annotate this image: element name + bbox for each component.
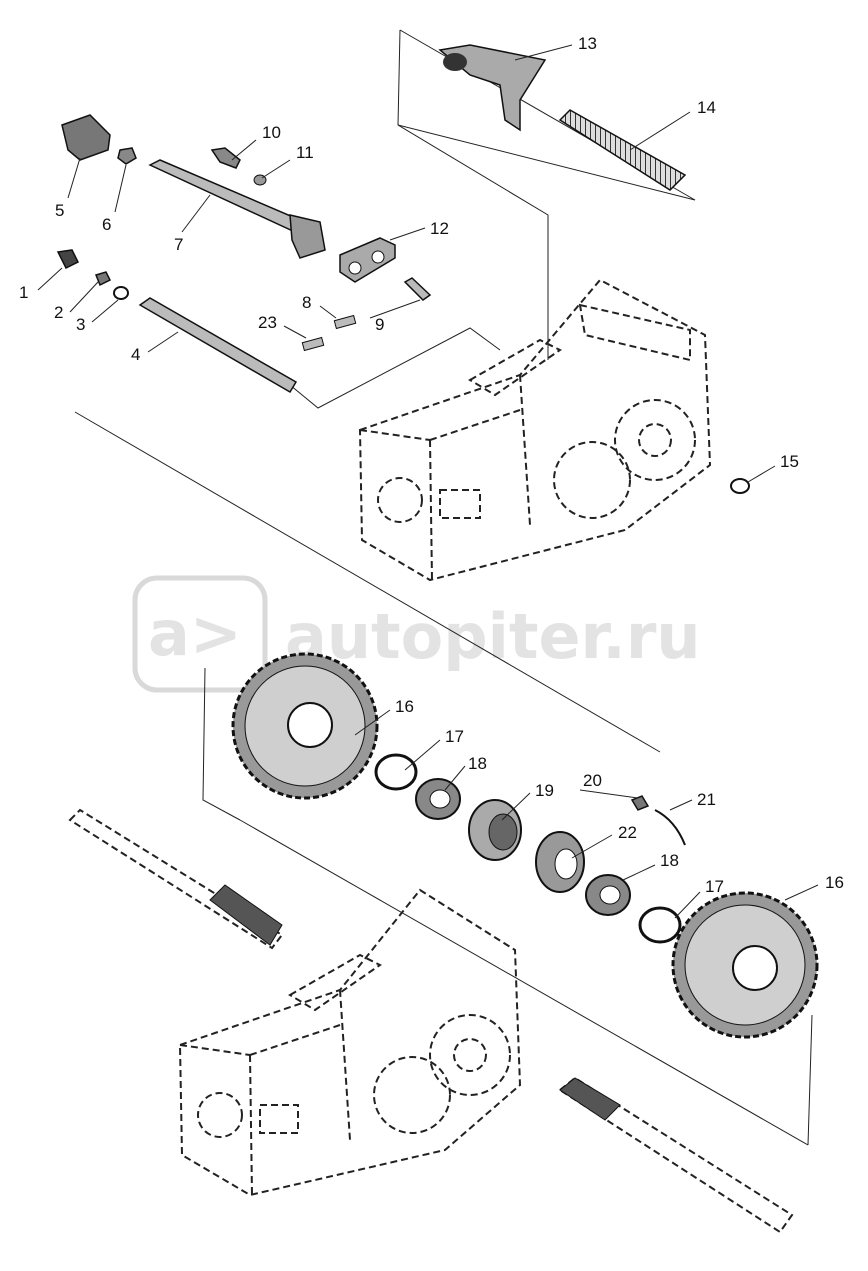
pin-8 xyxy=(333,314,357,330)
callout-17: 17 xyxy=(445,727,464,746)
coupler-19 xyxy=(468,799,522,861)
frame-line-shaft xyxy=(289,327,501,409)
bolt-1 xyxy=(56,249,80,270)
frame-line-lower xyxy=(239,819,809,1146)
callout-21: 21 xyxy=(697,790,716,809)
retaining-clip-21 xyxy=(654,809,686,846)
callout-11: 11 xyxy=(296,143,314,162)
watermark: a> autopiter.ru xyxy=(132,575,701,693)
nut-18-right xyxy=(585,874,631,916)
clevis-pin-9 xyxy=(403,277,432,301)
washer-3 xyxy=(113,286,129,300)
nut-2 xyxy=(94,271,112,287)
snap-ring-17-right xyxy=(638,906,682,944)
callout-1: 1 xyxy=(19,283,28,302)
callout-4: 4 xyxy=(131,345,140,364)
callout-22: 22 xyxy=(618,823,637,842)
callout-23: 23 xyxy=(258,313,277,332)
frame-line-upper xyxy=(397,29,549,360)
frame-line-upper-right xyxy=(397,124,696,201)
callout-12: 12 xyxy=(430,219,449,238)
callout-16: 16 xyxy=(395,697,414,716)
callout-18: 18 xyxy=(468,754,487,773)
callout-5: 5 xyxy=(55,201,64,220)
watermark-text: autopiter.ru xyxy=(285,600,701,673)
callout-15: 15 xyxy=(780,452,799,471)
callout-9: 9 xyxy=(375,315,384,334)
callout-20: 20 xyxy=(583,771,602,790)
callout-3: 3 xyxy=(76,315,85,334)
mounting-bracket xyxy=(339,237,396,283)
hex-nut-6 xyxy=(117,147,137,165)
nut-18-left xyxy=(415,778,461,820)
callout-10: 10 xyxy=(262,123,281,142)
shift-fork xyxy=(438,44,547,132)
frame-line-diagonal xyxy=(74,411,661,753)
callout-8: 8 xyxy=(302,293,311,312)
callout-13: 13 xyxy=(578,34,597,53)
frame-line-lower-left xyxy=(202,667,241,821)
callout-2: 2 xyxy=(54,303,63,322)
callout-7: 7 xyxy=(174,235,183,254)
shift-rod xyxy=(148,159,301,234)
shift-knob xyxy=(61,114,111,161)
watermark-logo-glyph: a> xyxy=(148,597,242,670)
gear-16-left xyxy=(231,652,379,800)
snap-ring-17-left xyxy=(374,753,418,791)
callout-6: 6 xyxy=(102,215,111,234)
leader-lines xyxy=(37,44,819,919)
upper-main-shaft xyxy=(68,808,284,950)
clutch-hub-22 xyxy=(535,831,585,893)
callout-19: 19 xyxy=(535,781,554,800)
grease-fitting-20 xyxy=(630,795,650,811)
rod-4 xyxy=(138,297,298,394)
lower-output-shaft xyxy=(558,1076,794,1234)
pin-23 xyxy=(301,336,325,352)
callout-17-right: 17 xyxy=(705,877,724,896)
callout-14: 14 xyxy=(697,98,716,117)
upper-gear-housing xyxy=(358,278,712,582)
compression-spring xyxy=(558,109,687,191)
o-ring-15 xyxy=(730,478,750,494)
callout-16-right: 16 xyxy=(825,873,844,892)
frame-line-lower-right xyxy=(807,1014,813,1146)
watermark-logo-frame xyxy=(132,575,268,693)
gear-16-right xyxy=(671,891,819,1039)
callout-18-right: 18 xyxy=(660,851,679,870)
lower-gear-housing xyxy=(178,888,522,1197)
bolt-10 xyxy=(210,147,241,169)
shift-rod-end xyxy=(289,214,326,259)
callout-labels: 1 2 3 4 5 6 7 8 9 10 11 12 13 14 15 16 1… xyxy=(19,34,844,896)
